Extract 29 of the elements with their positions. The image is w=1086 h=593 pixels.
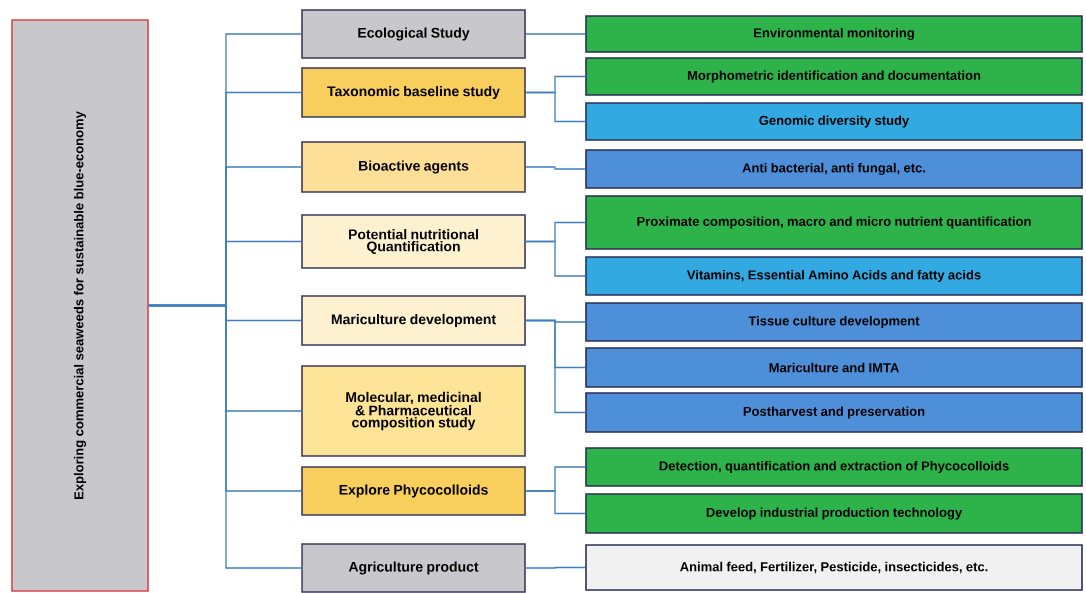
connector bbox=[525, 91, 586, 123]
activity-box: Detection, quantification and extraction of Phycocolloids bbox=[585, 447, 1083, 487]
category-box: Mariculture development bbox=[301, 295, 526, 346]
activity-box: Morphometric identification and documentation bbox=[585, 57, 1083, 96]
category-box: Bioactive agents bbox=[301, 141, 526, 193]
category-box: Ecological Study bbox=[301, 9, 526, 59]
activity-box: Mariculture and IMTA bbox=[585, 347, 1083, 388]
category-box: Potential nutritional Quantification bbox=[301, 214, 526, 269]
category-box: Molecular, medicinal & Pharmaceutical composition study bbox=[301, 365, 526, 457]
connector bbox=[525, 319, 586, 414]
root-box: Exploring commercial seaweeds for sustainable blue-economy bbox=[11, 19, 149, 592]
connector bbox=[148, 304, 302, 569]
connector bbox=[525, 240, 586, 277]
category-box: Agriculture product bbox=[301, 543, 526, 593]
activity-box: Environmental monitoring bbox=[585, 15, 1083, 53]
category-box: Taxonomic baseline study bbox=[301, 67, 526, 118]
activity-box: Genomic diversity study bbox=[585, 102, 1083, 141]
activity-box: Tissue culture development bbox=[585, 302, 1083, 342]
activity-box: Vitamins, Essential Amino Acids and fatty acids bbox=[585, 256, 1083, 296]
connector bbox=[525, 566, 586, 569]
activity-box: Postharvest and preservation bbox=[585, 392, 1083, 433]
connector bbox=[525, 490, 586, 515]
connector bbox=[525, 33, 586, 35]
activity-box: Animal feed, Fertilizer, Pesticide, insecticides, etc. bbox=[585, 544, 1083, 591]
category-box: Explore Phycocolloids bbox=[301, 466, 526, 516]
activity-box: Anti bacterial, anti fungal, etc. bbox=[585, 149, 1083, 189]
activity-box: Proximate composition, macro and micro nutrient quantification bbox=[585, 195, 1083, 250]
activity-box: Develop industrial production technology bbox=[585, 493, 1083, 534]
connector bbox=[525, 166, 586, 170]
